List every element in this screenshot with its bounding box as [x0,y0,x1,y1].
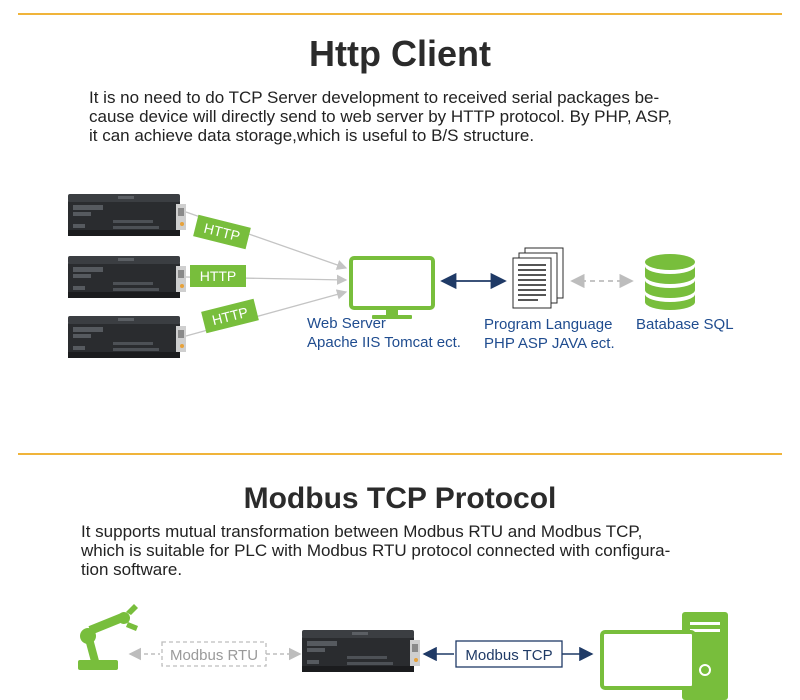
robot-arm-icon [78,604,138,670]
section-divider [18,453,782,455]
http-description-line: it can achieve data storage,which is use… [89,126,535,145]
pc-tower-icon [600,612,728,700]
svg-text:HTTP: HTTP [200,268,237,284]
document-stack-icon [512,247,564,309]
top-divider [18,13,782,15]
program-language-caption: Program Language PHP ASP JAVA ect. [484,315,615,353]
database-icon [645,254,695,310]
modbus-description-line: which is suitable for PLC with Modbus RT… [81,541,671,560]
http-description: It is no need to do TCP Server developme… [89,88,672,145]
web-server-caption: Web Server Apache IIS Tomcat ect. [307,314,461,352]
modbus-tcp-box [455,640,563,668]
database-caption: Batabase SQL [636,316,734,333]
serial-server-device-icon [68,316,186,358]
program-language-detail: PHP ASP JAVA ect. [484,335,615,352]
modbus-description-line: tion software. [81,560,183,579]
modbus-tcp-label: Modbus TCP [465,647,552,664]
http-description-line: It is no need to do TCP Server developme… [89,88,660,107]
http-tag: HTTP [190,265,246,287]
web-server-detail: Apache IIS Tomcat ect. [307,334,461,351]
modbus-tcp-title: Modbus TCP Protocol [243,482,557,515]
web-server-label: Web Server [307,315,386,332]
http-description-line: cause device will directly send to web s… [89,107,672,126]
modbus-rtu-label: Modbus RTU [170,647,258,664]
modbus-description: It supports mutual transformation betwee… [81,522,670,579]
program-language-label: Program Language [484,316,613,333]
http-client-title: Http Client [309,33,491,74]
http-tag: HTTP [193,214,251,250]
monitor-icon [349,256,435,319]
modbus-description-line: It supports mutual transformation betwee… [81,522,643,541]
http-tag: HTTP [201,298,259,334]
serial-server-device-icon [302,630,420,672]
serial-server-device-icon [68,256,186,298]
serial-server-device-icon [68,194,186,236]
